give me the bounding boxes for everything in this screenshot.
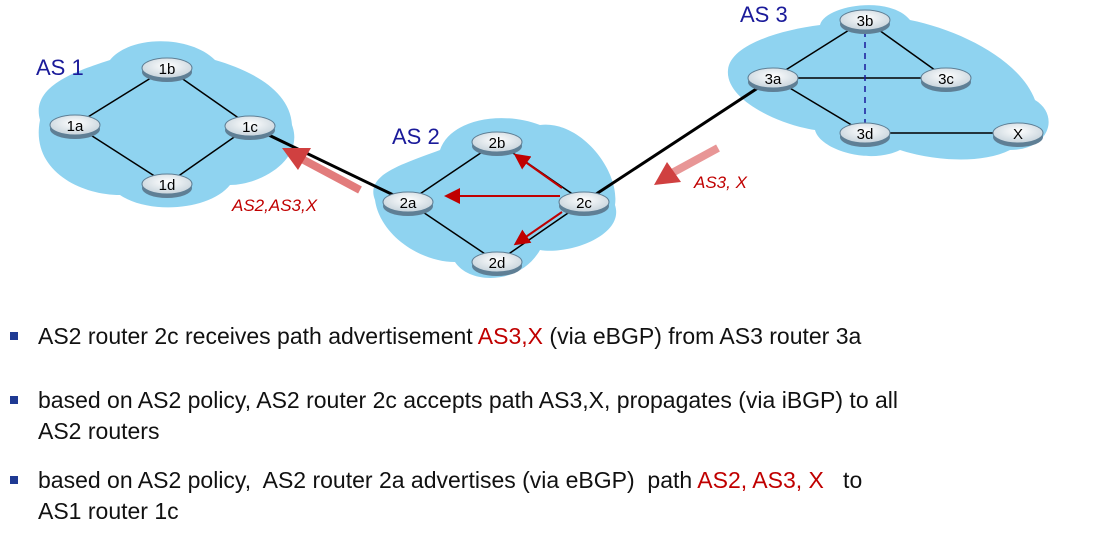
bgp-network-diagram: 1a 1b 1c 1d 2a 2b 2	[38, 5, 1049, 278]
bullet-marker	[10, 396, 18, 404]
router-x-label: X	[1013, 126, 1023, 143]
bullet-3-line2: AS1 router 1c	[38, 498, 179, 524]
as3-label: AS 3	[740, 2, 788, 27]
router-3b-label: 3b	[857, 13, 874, 30]
router-3b: 3b	[839, 9, 891, 34]
bullet-3-text-pre: based on AS2 policy, AS2 router 2a adver…	[38, 467, 698, 493]
advertisement-arrow-left	[282, 148, 362, 194]
ibgp-arrows	[444, 153, 563, 246]
as2-cloud	[373, 118, 617, 278]
bullet-2-line1: based on AS2 policy, AS2 router 2c accep…	[38, 387, 899, 413]
router-3c: 3c	[920, 67, 972, 92]
router-3d-label: 3d	[857, 126, 874, 143]
router-x: X	[992, 122, 1044, 147]
router-1b: 1b	[141, 57, 193, 82]
router-2d: 2d	[471, 251, 523, 276]
router-1c-label: 1c	[242, 119, 258, 136]
advertisement-label-left: AS2,AS3,X	[232, 196, 318, 215]
bullet-3-text-post: to	[823, 467, 863, 493]
router-3a-label: 3a	[765, 71, 782, 88]
router-1d-label: 1d	[159, 177, 176, 194]
link-2c-3a	[583, 76, 774, 204]
router-1a: 1a	[49, 114, 101, 139]
router-1a-label: 1a	[67, 118, 84, 135]
router-2d-label: 2d	[489, 255, 506, 272]
router-2a-label: 2a	[400, 195, 417, 212]
router-2c: 2c	[558, 191, 610, 216]
bullet-2-line2: AS2 routers	[38, 418, 160, 444]
advertisement-arrow-right	[654, 144, 720, 185]
router-2c-label: 2c	[576, 195, 592, 212]
router-3c-label: 3c	[938, 71, 954, 88]
as2-label: AS 2	[392, 124, 440, 149]
bullet-1-text-post: (via eBGP) from AS3 router 3a	[543, 323, 862, 349]
router-2b: 2b	[471, 131, 523, 156]
bullet-1-highlight: AS3,X	[477, 323, 544, 349]
bullet-1-text-pre: AS2 router 2c receives path advertisemen…	[38, 323, 478, 349]
router-1d: 1d	[141, 173, 193, 198]
router-1b-label: 1b	[159, 61, 176, 78]
as1-label: AS 1	[36, 55, 84, 80]
bullet-3-highlight: AS2, AS3, X	[697, 467, 824, 493]
router-3d: 3d	[839, 122, 891, 147]
advertisement-label-right: AS3, X	[694, 173, 747, 192]
link-1c-2a	[249, 124, 409, 204]
as3-cloud	[727, 5, 1049, 160]
routers: 1a 1b 1c 1d 2a 2b 2	[49, 9, 1044, 276]
router-2b-label: 2b	[489, 135, 506, 152]
bullet-marker	[10, 332, 18, 340]
router-1c: 1c	[224, 115, 276, 140]
bullet-marker	[10, 476, 18, 484]
router-3a: 3a	[747, 67, 799, 92]
router-2a: 2a	[382, 191, 434, 216]
as1-cloud	[38, 41, 295, 208]
